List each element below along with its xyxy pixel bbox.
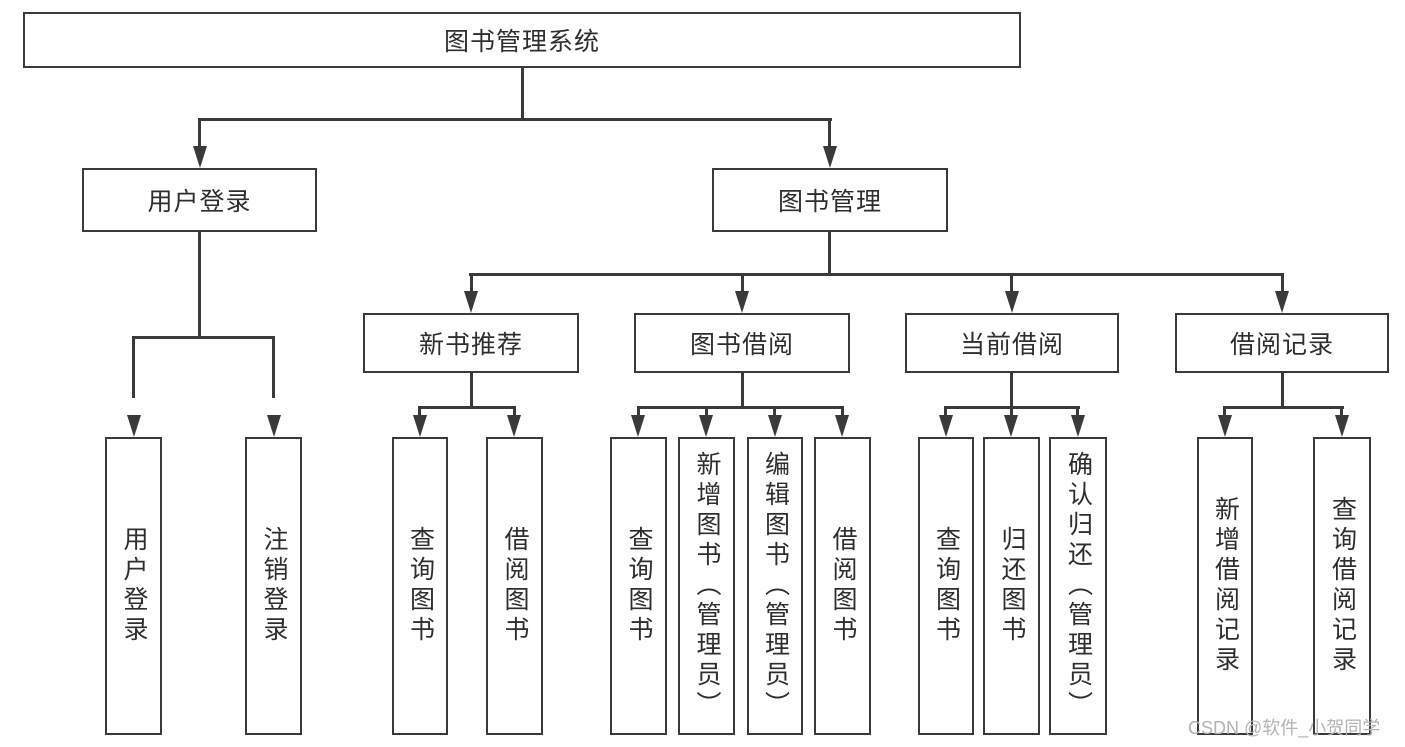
node-book-borrowing: 图书借阅 bbox=[634, 313, 850, 373]
arrow-down-icon bbox=[735, 291, 749, 313]
arrow-down-icon bbox=[267, 415, 281, 437]
arrow-down-icon bbox=[193, 146, 207, 168]
connector-line bbox=[637, 406, 844, 409]
connector-line bbox=[418, 406, 421, 420]
node-label: 确认归还（管理员） bbox=[1064, 451, 1093, 721]
connector-line bbox=[841, 406, 844, 420]
connector-line bbox=[1010, 373, 1013, 406]
arrow-down-icon bbox=[507, 415, 521, 437]
connector-line bbox=[418, 406, 516, 409]
connector-line bbox=[828, 232, 831, 276]
node-add-book-admin: 新增图书（管理员） bbox=[678, 437, 735, 735]
node-borrowing-records: 借阅记录 bbox=[1175, 313, 1389, 373]
node-query-books-borrowing: 查询图书 bbox=[610, 437, 667, 735]
connector-line bbox=[705, 406, 708, 420]
node-label: 注销登录 bbox=[260, 526, 288, 646]
node-label: 新书推荐 bbox=[418, 331, 523, 359]
arrow-down-icon bbox=[1005, 291, 1019, 313]
connector-line bbox=[198, 118, 832, 121]
node-label: 当前借阅 bbox=[959, 331, 1064, 359]
connector-line bbox=[1223, 406, 1344, 409]
connector-line bbox=[1281, 273, 1284, 295]
node-label: 用户登录 bbox=[147, 188, 252, 216]
connector-line bbox=[272, 336, 275, 398]
connector-line bbox=[1340, 406, 1343, 420]
node-current-borrowing: 当前借阅 bbox=[905, 313, 1119, 373]
connector-line bbox=[132, 336, 275, 339]
node-add-borrow-record: 新增借阅记录 bbox=[1197, 437, 1253, 735]
connector-line bbox=[521, 68, 524, 120]
arrow-down-icon bbox=[835, 415, 849, 437]
connector-line bbox=[1010, 273, 1013, 295]
arrow-down-icon bbox=[1071, 415, 1085, 437]
arrow-down-icon bbox=[413, 415, 427, 437]
node-book-management-system: 图书管理系统 bbox=[23, 12, 1021, 68]
arrow-down-icon bbox=[127, 415, 141, 437]
node-label: 新增借阅记录 bbox=[1211, 496, 1240, 676]
connector-line bbox=[637, 406, 640, 420]
node-label: 借阅记录 bbox=[1229, 331, 1334, 359]
arrow-down-icon bbox=[823, 146, 837, 168]
arrow-down-icon bbox=[1275, 291, 1289, 313]
node-book-management: 图书管理 bbox=[712, 168, 948, 232]
arrow-down-icon bbox=[1218, 415, 1232, 437]
connector-line bbox=[1223, 406, 1226, 420]
connector-line bbox=[1076, 406, 1079, 420]
node-return-books: 归还图书 bbox=[983, 437, 1040, 735]
node-label: 图书管理系统 bbox=[443, 28, 600, 56]
connector-line bbox=[773, 406, 776, 420]
node-label: 新增图书（管理员） bbox=[693, 451, 721, 721]
node-user-login-leaf: 用户登录 bbox=[105, 437, 162, 735]
node-label: 图书借阅 bbox=[689, 331, 794, 359]
arrow-down-icon bbox=[631, 415, 645, 437]
connector-line bbox=[944, 406, 947, 420]
arrow-down-icon bbox=[1335, 415, 1349, 437]
node-query-borrow-record: 查询借阅记录 bbox=[1313, 437, 1371, 735]
node-label: 借阅图书 bbox=[829, 526, 857, 646]
connector-line bbox=[1010, 406, 1013, 420]
connector-line bbox=[198, 118, 201, 150]
node-label: 编辑图书（管理员） bbox=[761, 451, 790, 721]
connector-line bbox=[198, 232, 201, 336]
node-label: 用户登录 bbox=[120, 526, 148, 646]
arrow-down-icon bbox=[464, 291, 478, 313]
connector-line bbox=[1281, 373, 1284, 406]
node-label: 归还图书 bbox=[998, 526, 1026, 646]
connector-line bbox=[741, 373, 744, 406]
node-query-books-recommend: 查询图书 bbox=[392, 437, 448, 735]
node-label: 查询图书 bbox=[932, 526, 961, 646]
node-label: 借阅图书 bbox=[501, 526, 529, 646]
node-label: 查询图书 bbox=[625, 526, 653, 646]
connector-line bbox=[132, 336, 135, 398]
arrow-down-icon bbox=[768, 415, 782, 437]
arrow-down-icon bbox=[699, 415, 713, 437]
node-edit-book-admin: 编辑图书（管理员） bbox=[747, 437, 803, 735]
node-borrow-books-borrowing: 借阅图书 bbox=[814, 437, 871, 735]
node-confirm-return-admin: 确认归还（管理员） bbox=[1049, 437, 1107, 735]
csdn-watermark: CSDN @软件_小贺同学 bbox=[1188, 718, 1381, 738]
node-new-book-recommendation: 新书推荐 bbox=[363, 313, 579, 373]
node-label: 查询图书 bbox=[406, 526, 435, 646]
connector-line bbox=[470, 373, 473, 406]
node-user-login: 用户登录 bbox=[82, 168, 317, 232]
arrow-down-icon bbox=[939, 415, 953, 437]
node-query-books-current: 查询图书 bbox=[918, 437, 974, 735]
connector-line bbox=[513, 406, 516, 420]
node-label: 查询借阅记录 bbox=[1328, 496, 1357, 676]
connector-line bbox=[469, 273, 1283, 276]
arrow-down-icon bbox=[1004, 415, 1018, 437]
node-borrow-books-recommend: 借阅图书 bbox=[486, 437, 543, 735]
node-logout: 注销登录 bbox=[245, 437, 302, 735]
connector-line bbox=[828, 118, 831, 150]
connector-line bbox=[741, 273, 744, 295]
node-label: 图书管理 bbox=[777, 188, 882, 216]
connector-line bbox=[470, 273, 473, 295]
